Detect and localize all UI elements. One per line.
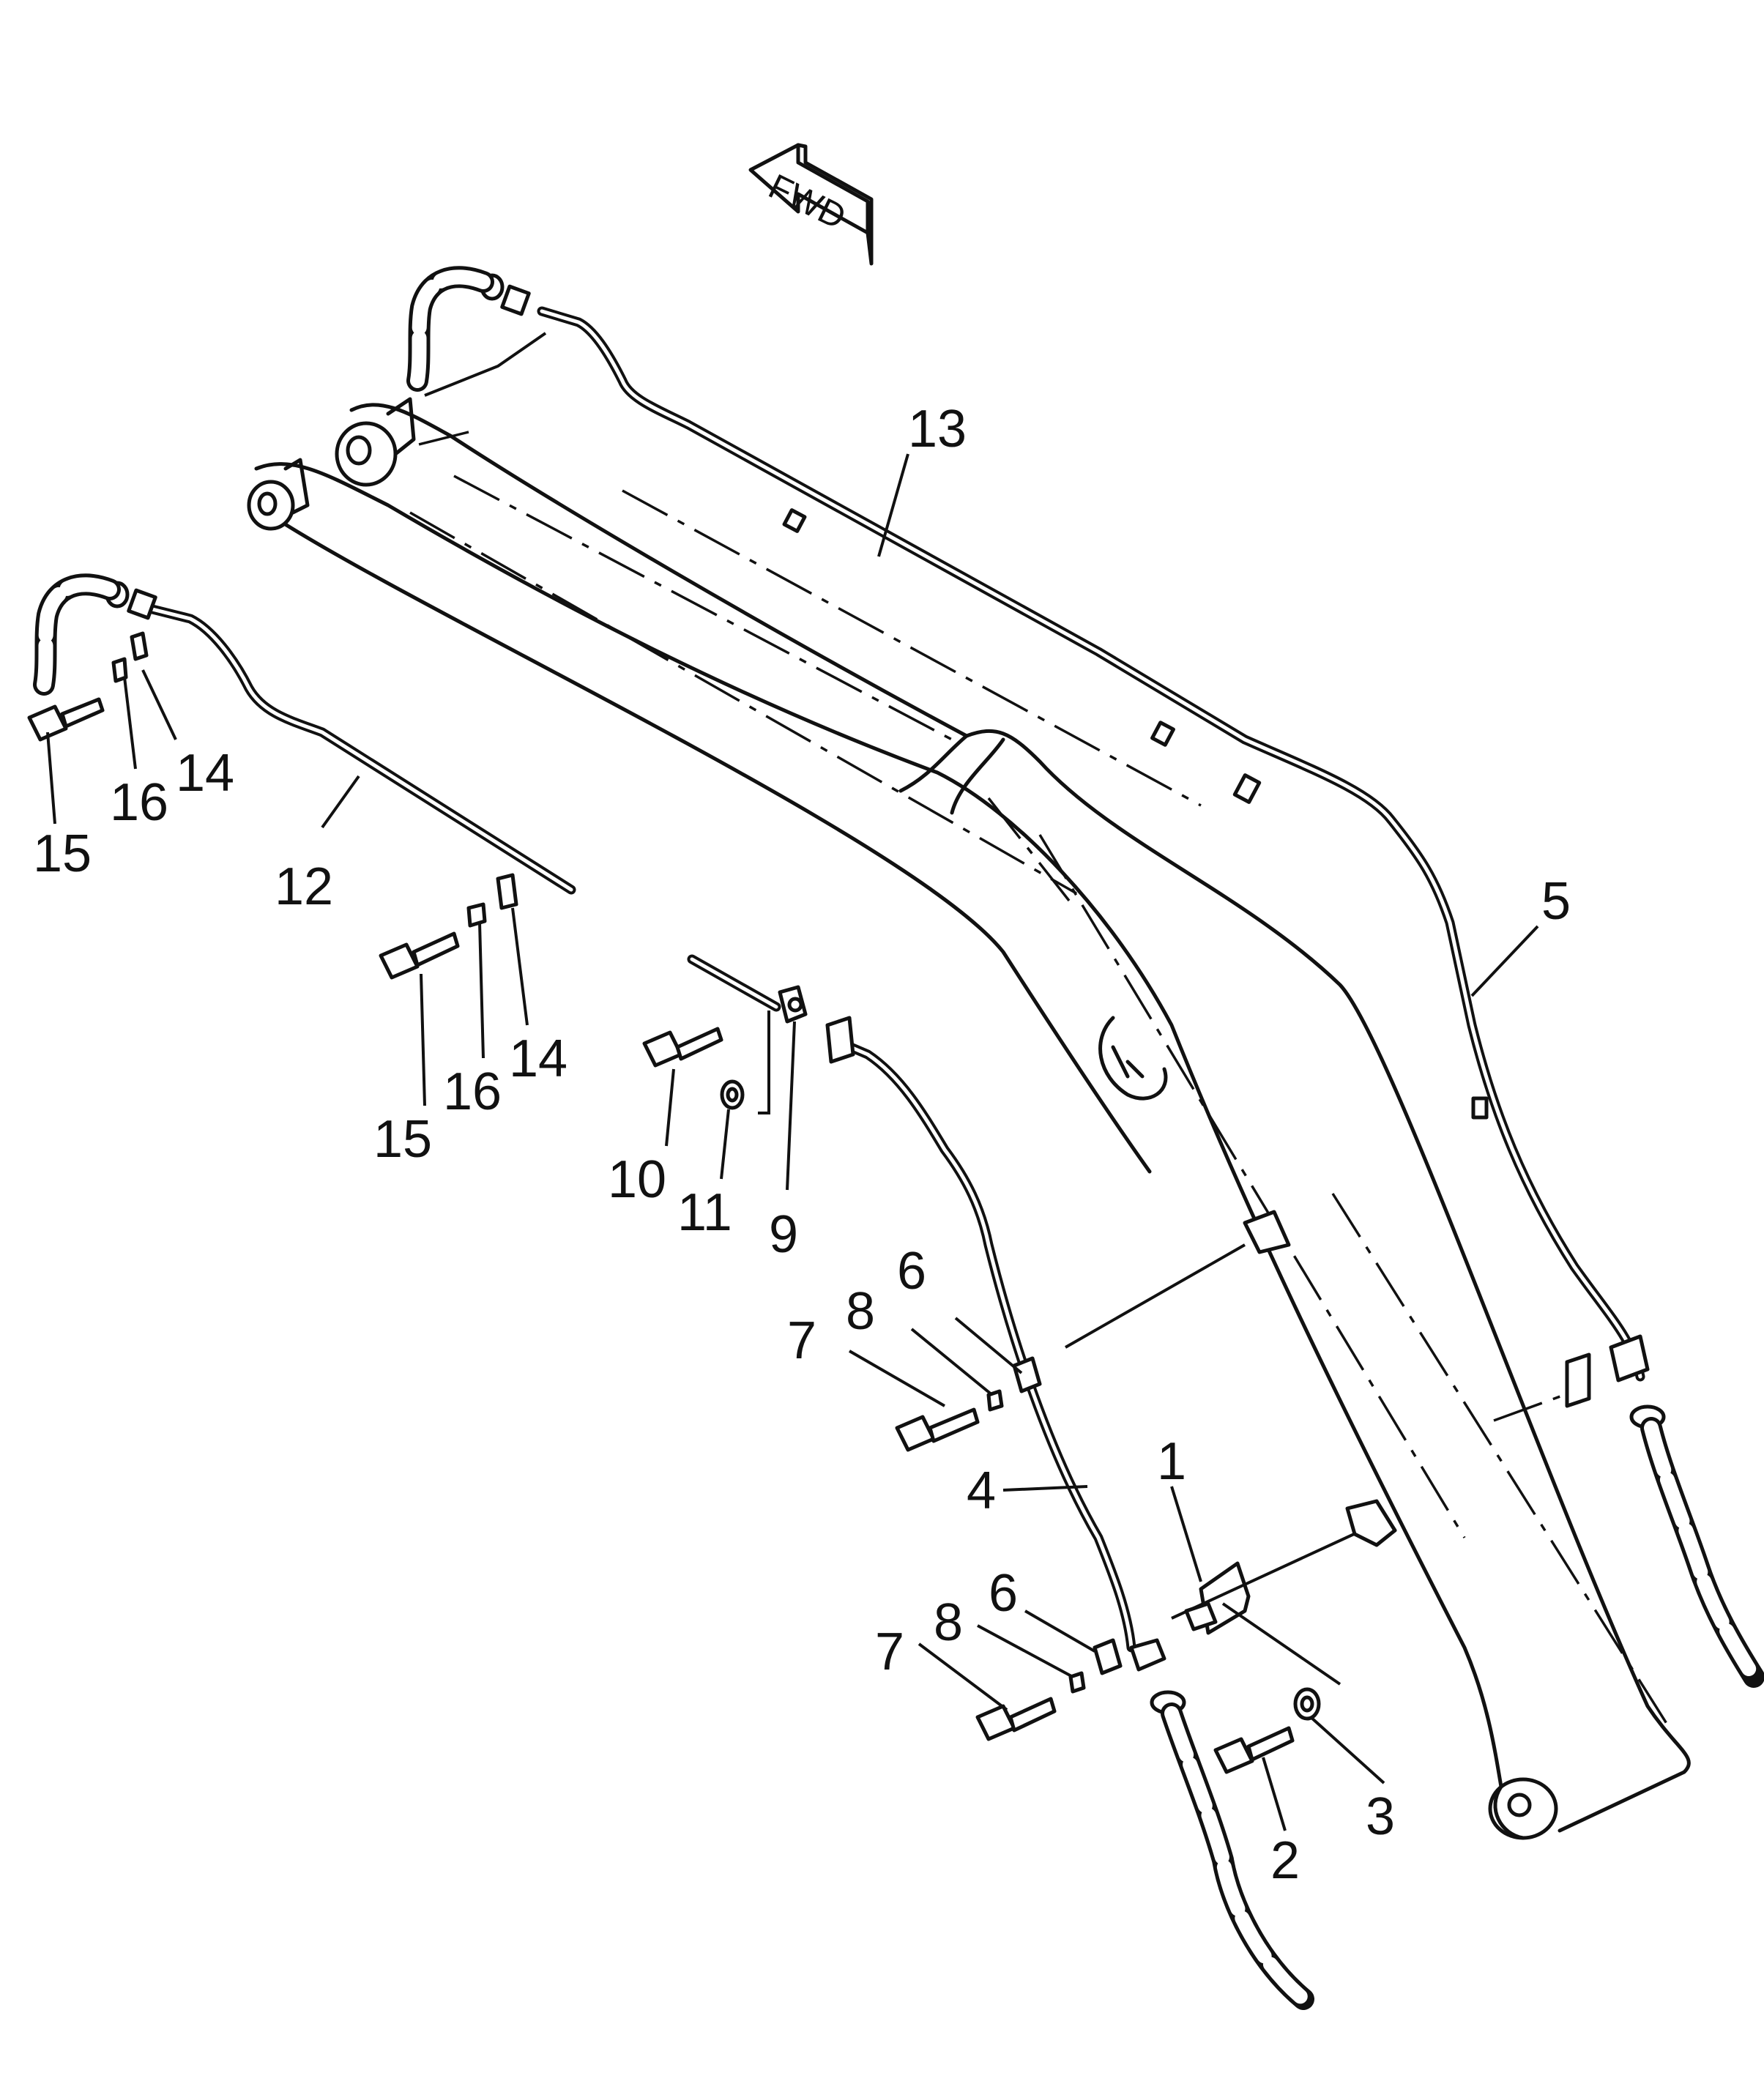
- callout-7-lower: 7: [875, 1623, 904, 1681]
- callout-1: 1: [1157, 1432, 1186, 1491]
- callout-10: 10: [608, 1150, 666, 1209]
- callout-16-upper: 16: [110, 773, 168, 832]
- callout-15-lower: 15: [373, 1110, 432, 1169]
- leader-lines: [46, 453, 1539, 1831]
- bolt-15-upper: [27, 697, 105, 742]
- callout-14-lower: 14: [509, 1030, 567, 1088]
- hose-lower-left: [1150, 1690, 1314, 2010]
- bolt-10: [642, 1027, 745, 1110]
- callout-6-lower: 6: [989, 1564, 1018, 1623]
- bracket-1: [1171, 1210, 1397, 1686]
- callout-7-upper: 7: [787, 1311, 816, 1370]
- pipe-4: [825, 1016, 1246, 1672]
- callout-16-lower: 16: [443, 1062, 502, 1121]
- hose-lower-right: [1629, 1404, 1764, 1688]
- direction-arrow-icon: FWD: [748, 143, 874, 266]
- callout-9: 9: [769, 1205, 798, 1264]
- bolt-15-lower: [379, 873, 518, 980]
- callout-2: 2: [1270, 1831, 1300, 1890]
- bolt-7-upper: [895, 1356, 1042, 1452]
- callout-15-upper: 15: [33, 825, 92, 883]
- pipe-13: [406, 266, 1650, 1408]
- callout-3: 3: [1366, 1787, 1395, 1846]
- callout-8-lower: 8: [934, 1593, 963, 1652]
- callout-13: 13: [908, 400, 967, 458]
- callout-5: 5: [1541, 872, 1571, 931]
- pipe-12: [33, 573, 808, 1114]
- callout-12: 12: [275, 857, 333, 916]
- callouts: 13 5 12 14 16 15 14 16 15 10 11 9 6 8 7 …: [33, 400, 1571, 1890]
- bolt-2: [1213, 1687, 1321, 1774]
- clamp-14-upper: [111, 631, 149, 683]
- callout-6-upper: 6: [897, 1242, 926, 1300]
- boom-centerlines: [409, 431, 1671, 1729]
- boom-body: [247, 397, 1691, 1840]
- callout-14-upper: 14: [176, 744, 234, 803]
- callout-4: 4: [967, 1462, 996, 1520]
- callout-8-upper: 8: [846, 1282, 875, 1341]
- bolt-7-lower: [975, 1638, 1123, 1741]
- callout-11: 11: [677, 1183, 732, 1242]
